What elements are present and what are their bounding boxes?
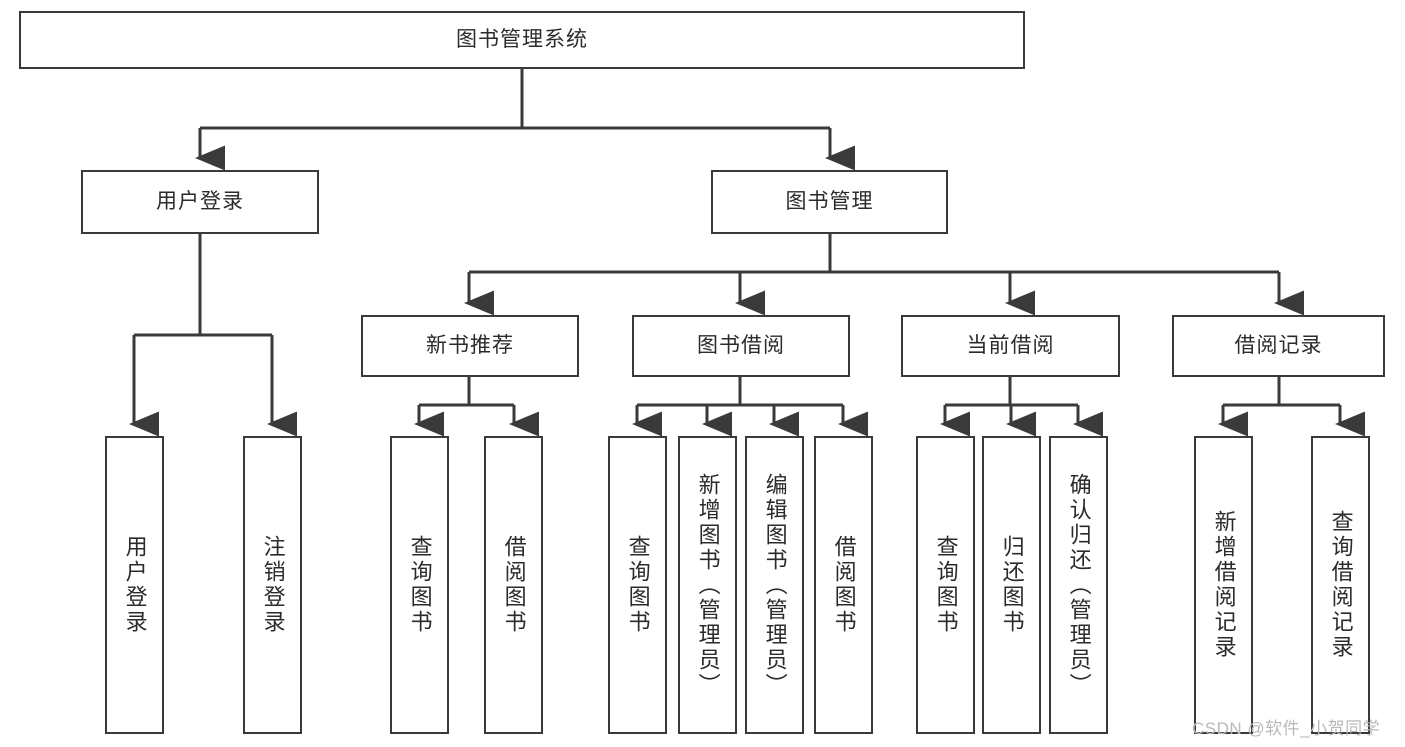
node-book-borrow[interactable]: 图书借阅 bbox=[632, 315, 850, 377]
node-book-borrow-label: 图书借阅 bbox=[697, 334, 785, 358]
node-current-borrow[interactable]: 当前借阅 bbox=[901, 315, 1120, 377]
node-book-manage[interactable]: 图书管理 bbox=[711, 170, 948, 234]
leaf-edit-book-label: 编辑图书（管理员） bbox=[762, 472, 788, 698]
leaf-borrow-book-1[interactable]: 借阅图书 bbox=[484, 436, 543, 734]
leaf-return-book[interactable]: 归还图书 bbox=[982, 436, 1041, 734]
node-borrow-record-label: 借阅记录 bbox=[1234, 334, 1323, 358]
leaf-borrow-book-2-label: 借阅图书 bbox=[831, 535, 857, 635]
leaf-query-book-1[interactable]: 查询图书 bbox=[390, 436, 449, 734]
leaf-logout[interactable]: 注销登录 bbox=[243, 436, 302, 734]
leaf-return-book-label: 归还图书 bbox=[999, 535, 1025, 635]
node-new-book-rec-label: 新书推荐 bbox=[426, 334, 514, 358]
node-new-book-rec[interactable]: 新书推荐 bbox=[361, 315, 579, 377]
leaf-query-book-3[interactable]: 查询图书 bbox=[916, 436, 975, 734]
leaf-borrow-book-1-label: 借阅图书 bbox=[501, 535, 527, 635]
leaf-query-book-3-label: 查询图书 bbox=[933, 535, 959, 635]
leaf-borrow-book-2[interactable]: 借阅图书 bbox=[814, 436, 873, 734]
csdn-watermark: CSDN @软件_小贺同学 bbox=[1192, 719, 1381, 738]
node-root[interactable]: 图书管理系统 bbox=[19, 11, 1025, 69]
leaf-user-login-label: 用户登录 bbox=[122, 535, 148, 635]
node-user-login[interactable]: 用户登录 bbox=[81, 170, 319, 234]
leaf-confirm-return-label: 确认归还（管理员） bbox=[1066, 472, 1092, 698]
leaf-confirm-return[interactable]: 确认归还（管理员） bbox=[1049, 436, 1108, 734]
leaf-query-record-label: 查询借阅记录 bbox=[1328, 510, 1354, 660]
node-root-label: 图书管理系统 bbox=[456, 28, 588, 52]
node-current-borrow-label: 当前借阅 bbox=[966, 334, 1055, 358]
leaf-add-record-label: 新增借阅记录 bbox=[1211, 510, 1237, 660]
node-borrow-record[interactable]: 借阅记录 bbox=[1172, 315, 1385, 377]
leaf-query-book-1-label: 查询图书 bbox=[407, 535, 433, 635]
leaf-edit-book[interactable]: 编辑图书（管理员） bbox=[745, 436, 804, 734]
leaf-user-login[interactable]: 用户登录 bbox=[105, 436, 164, 734]
node-book-manage-label: 图书管理 bbox=[785, 190, 874, 214]
leaf-add-book[interactable]: 新增图书（管理员） bbox=[678, 436, 737, 734]
leaf-add-record[interactable]: 新增借阅记录 bbox=[1194, 436, 1253, 734]
leaf-query-record[interactable]: 查询借阅记录 bbox=[1311, 436, 1370, 734]
leaf-query-book-2[interactable]: 查询图书 bbox=[608, 436, 667, 734]
leaf-add-book-label: 新增图书（管理员） bbox=[695, 472, 721, 698]
leaf-query-book-2-label: 查询图书 bbox=[625, 535, 651, 635]
leaf-logout-label: 注销登录 bbox=[260, 535, 286, 635]
node-user-login-label: 用户登录 bbox=[156, 190, 244, 214]
